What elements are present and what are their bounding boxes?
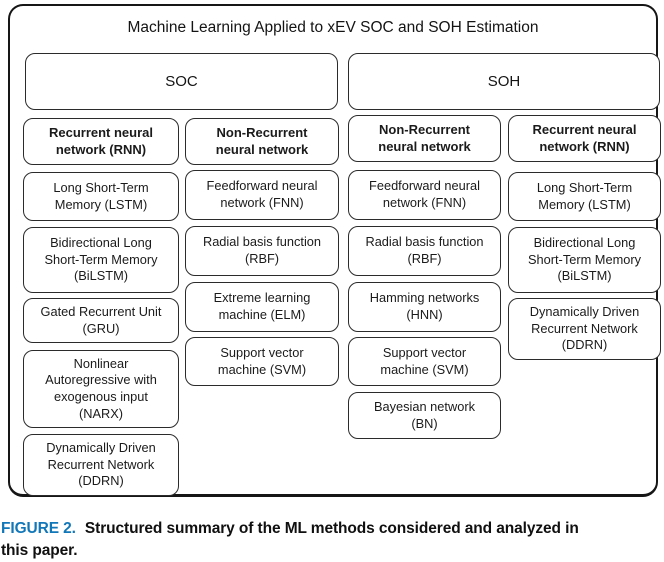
box-soh-bn: Bayesian network (BN) [348,392,501,439]
box-soc-rbf: Radial basis function (RBF) [185,226,339,276]
diagram-title: Machine Learning Applied to xEV SOC and … [127,19,539,36]
box-soc-elm: Extreme learning machine (ELM) [185,282,339,332]
box-soh-svm: Support vector machine (SVM) [348,337,501,386]
figure-label: FIGURE 2. [1,520,76,537]
diagram-outer-frame: Machine Learning Applied to xEV SOC and … [8,4,661,497]
figure-caption: FIGURE 2.Structured summary of the ML me… [1,518,601,562]
box-soc-bilstm: Bidirectional Long Short-Term Memory (Bi… [23,227,179,293]
group-box-soh: SOH [348,53,660,110]
box-soc-nonrecurrent-header: Non-Recurrent neural network [185,118,339,165]
group-box-soc: SOC [25,53,338,110]
box-soh-ddrn: Dynamically Driven Recurrent Network (DD… [508,298,661,360]
box-soh-fnn: Feedforward neural network (FNN) [348,170,501,220]
group-label-soc: SOC [165,73,198,90]
box-soc-rnn-header: Recurrent neural network (RNN) [23,118,179,165]
box-soc-lstm: Long Short-Term Memory (LSTM) [23,172,179,221]
box-soh-lstm: Long Short-Term Memory (LSTM) [508,172,661,221]
box-soc-narx: Nonlinear Autoregressive with exogenous … [23,350,179,428]
box-soh-rnn-header: Recurrent neural network (RNN) [508,115,661,162]
box-soh-rbf: Radial basis function (RBF) [348,226,501,276]
group-label-soh: SOH [487,73,521,90]
caption-text: Structured summary of the ML methods con… [1,520,579,559]
box-soc-fnn: Feedforward neural network (FNN) [185,170,339,220]
box-soh-nonrecurrent-header: Non-Recurrent neural network [348,115,501,162]
box-soc-gru: Gated Recurrent Unit (GRU) [23,298,179,343]
box-soc-svm: Support vector machine (SVM) [185,337,339,386]
box-soh-bilstm: Bidirectional Long Short-Term Memory (Bi… [508,227,661,293]
box-soc-ddrn: Dynamically Driven Recurrent Network (DD… [23,434,179,496]
box-soh-hnn: Hamming networks (HNN) [348,282,501,332]
